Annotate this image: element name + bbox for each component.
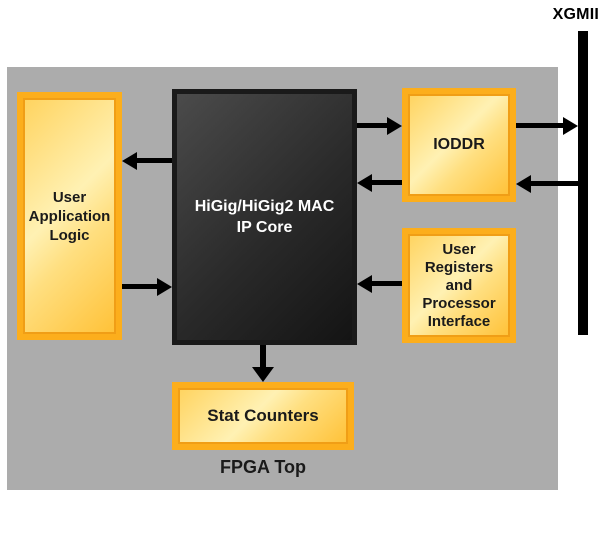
arrow-xgmii-to-ioddr	[531, 181, 578, 186]
arrow-mac-to-user-app	[137, 158, 172, 163]
xgmii-bus-bar	[578, 31, 588, 335]
arrow-mac-to-stat-counters	[260, 345, 266, 367]
ioddr-label: IODDR	[433, 136, 485, 153]
xgmii-label: XGMII	[552, 6, 599, 23]
user-registers-block: User Registers and Processor Interface	[402, 228, 516, 343]
user-application-logic-block: User Application Logic	[17, 92, 122, 340]
arrow-ioddr-to-mac	[372, 180, 402, 185]
mac-ip-core-label: HiGig/HiGig2 MAC IP Core	[194, 198, 335, 236]
user-application-logic-label: User Application Logic	[28, 188, 111, 244]
arrow-user-app-to-mac	[122, 284, 157, 289]
ioddr-block: IODDR	[402, 88, 516, 202]
fpga-top-label: FPGA Top	[220, 457, 306, 477]
arrow-ioddr-to-xgmii	[516, 123, 563, 128]
arrow-mac-to-ioddr	[357, 123, 387, 128]
mac-ip-core-block: HiGig/HiGig2 MAC IP Core	[172, 89, 357, 345]
stat-counters-label: Stat Counters	[207, 406, 319, 425]
user-registers-label: User Registers and Processor Interface	[422, 240, 496, 330]
stat-counters-block: Stat Counters	[172, 382, 354, 450]
arrow-user-regs-to-mac	[372, 281, 402, 286]
